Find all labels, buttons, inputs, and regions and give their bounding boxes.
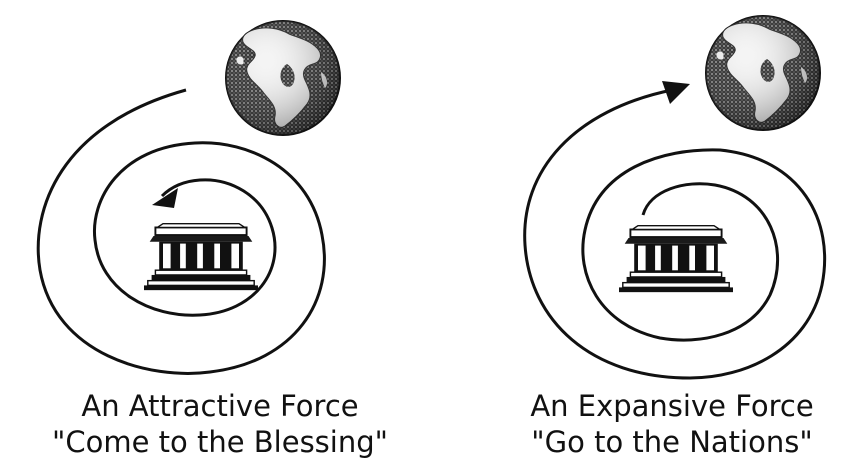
globe-icon <box>706 16 820 130</box>
caption-title: An Expansive Force <box>502 388 842 424</box>
caption-expansive: An Expansive Force "Go to the Nations" <box>502 388 842 460</box>
temple-icon <box>144 224 258 291</box>
panel-attractive <box>38 21 340 373</box>
globe-icon <box>226 21 340 135</box>
temple-icon <box>619 226 733 293</box>
caption-subtitle: "Come to the Blessing" <box>50 424 390 460</box>
caption-title: An Attractive Force <box>50 388 390 424</box>
panel-expansive <box>525 16 825 378</box>
caption-subtitle: "Go to the Nations" <box>502 424 842 460</box>
arrow-outward-right <box>662 81 690 104</box>
caption-attractive: An Attractive Force "Come to the Blessin… <box>50 388 390 460</box>
arrow-inward-left <box>152 188 178 208</box>
